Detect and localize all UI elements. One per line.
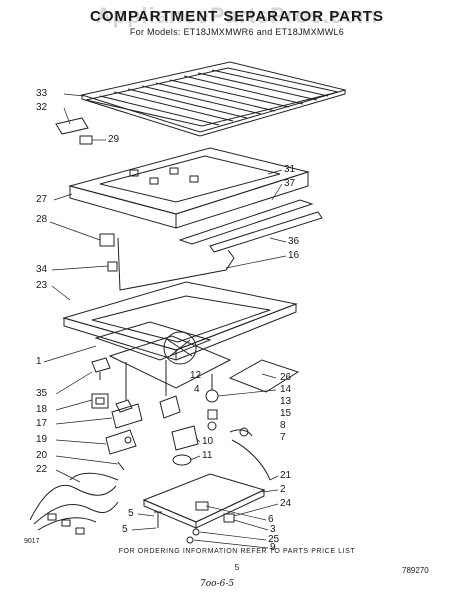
- callout-18: 18: [36, 404, 48, 415]
- drawing-code-right: 789270: [402, 566, 429, 575]
- ordering-instruction: FOR ORDERING INFORMATION REFER TO PARTS …: [118, 548, 356, 555]
- callout-33: 33: [36, 88, 48, 99]
- callout-12: 12: [190, 370, 202, 381]
- callout-19: 19: [36, 434, 48, 445]
- nut: [107, 261, 118, 272]
- thermostat: [91, 357, 111, 373]
- spacer: [186, 536, 194, 544]
- fan-motor: [171, 425, 199, 451]
- callout-3: 3: [270, 524, 276, 535]
- callout-4: 4: [194, 384, 200, 395]
- callout-7: 7: [280, 432, 286, 443]
- callout-14: 14: [280, 384, 292, 395]
- callout-29: 29: [108, 134, 120, 145]
- control-bracket: [91, 393, 109, 409]
- callout-2: 2: [280, 484, 286, 495]
- mount-bracket: [159, 395, 181, 419]
- callout-31: 31: [284, 164, 296, 175]
- separator-tray: [68, 147, 310, 229]
- gasket-seal: [117, 237, 235, 291]
- mount-nut: [207, 409, 218, 420]
- model-subtitle: For Models: ET18JMXMWR6 and ET18JMXMWL6: [129, 27, 345, 37]
- callout-26: 26: [280, 372, 292, 383]
- bottom-plate: [142, 473, 266, 529]
- foam-block: [228, 359, 300, 393]
- callout-36: 36: [288, 236, 300, 247]
- callout-9: 9: [270, 542, 276, 553]
- callout-15: 15: [280, 408, 292, 419]
- damper-housing: [111, 403, 143, 429]
- drawing-code-left: 9017: [24, 538, 40, 545]
- callout-16: 16: [288, 250, 300, 261]
- callout-32: 32: [36, 102, 48, 113]
- inner-rail: [209, 211, 323, 253]
- washer: [192, 528, 200, 536]
- page-number: 5: [234, 563, 240, 572]
- callout-27: 27: [36, 194, 48, 205]
- page-title: COMPARTMENT SEPARATOR PARTS: [90, 8, 384, 25]
- clip: [79, 135, 93, 145]
- separator-base: [62, 281, 298, 389]
- callout-5a: 5: [128, 508, 134, 519]
- side-rail: [178, 199, 314, 245]
- label-plate: [55, 117, 89, 135]
- callout-8: 8: [280, 420, 286, 431]
- callout-35: 35: [36, 388, 48, 399]
- callout-24: 24: [280, 498, 292, 509]
- callout-5b: 5: [122, 524, 128, 535]
- sensor-wire: [231, 439, 271, 481]
- callout-28: 28: [36, 214, 48, 225]
- callout-34: 34: [36, 264, 48, 275]
- callout-37: 37: [284, 178, 296, 189]
- top-grille: [80, 61, 347, 137]
- insulation-block: [99, 233, 115, 247]
- callout-13: 13: [280, 396, 292, 407]
- callout-22: 22: [36, 464, 48, 475]
- callout-10: 10: [202, 436, 214, 447]
- callout-6: 6: [268, 514, 274, 525]
- callout-11: 11: [202, 450, 213, 461]
- watermark: AppliancePartsPros.com: [95, 3, 379, 28]
- handwritten-note: 7oo-6-5: [200, 579, 235, 589]
- callout-17: 17: [36, 418, 48, 429]
- callout-21: 21: [280, 470, 292, 481]
- callout-1: 1: [36, 356, 42, 367]
- screw: [117, 461, 125, 471]
- wire-harness: [29, 472, 119, 535]
- callout-23: 23: [36, 280, 48, 291]
- switch-assembly: [105, 429, 137, 455]
- sensor-lead: [229, 429, 253, 437]
- grommet: [205, 389, 219, 403]
- callout-25: 25: [268, 534, 280, 545]
- callout-20: 20: [36, 450, 48, 461]
- fan-blade: [172, 454, 192, 466]
